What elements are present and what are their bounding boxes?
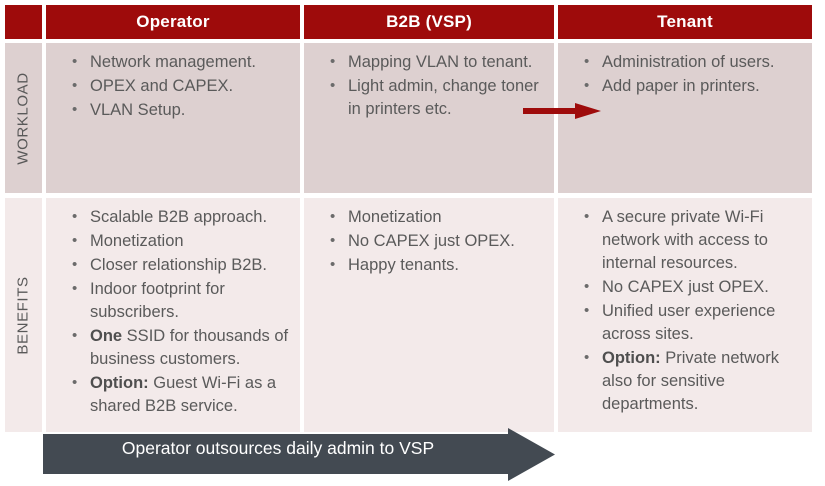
right-arrow-icon bbox=[523, 103, 601, 119]
bullet-list-benefits-tenant: A secure private Wi-Fi network with acce… bbox=[564, 205, 806, 416]
list-item: Closer relationship B2B. bbox=[72, 253, 294, 277]
bullet-list-workload-tenant: Administration of users. Add paper in pr… bbox=[564, 50, 806, 98]
cell-workload-tenant: Administration of users. Add paper in pr… bbox=[558, 43, 812, 193]
cell-benefits-tenant: A secure private Wi-Fi network with acce… bbox=[558, 198, 812, 432]
list-item: No CAPEX just OPEX. bbox=[330, 229, 548, 253]
list-item: OPEX and CAPEX. bbox=[72, 74, 294, 98]
list-item: Administration of users. bbox=[584, 50, 806, 74]
list-item: Unified user experience across sites. bbox=[584, 299, 806, 346]
cell-workload-operator: Network management. OPEX and CAPEX. VLAN… bbox=[46, 43, 300, 193]
list-item: Monetization bbox=[330, 205, 548, 229]
table-row-benefits: BENEFITS Scalable B2B approach. Monetiza… bbox=[5, 198, 812, 432]
row-label-benefits-text: BENEFITS bbox=[15, 275, 32, 355]
list-item: Mapping VLAN to tenant. bbox=[330, 50, 548, 74]
cell-benefits-operator: Scalable B2B approach. Monetization Clos… bbox=[46, 198, 300, 432]
table-header-tenant: Tenant bbox=[558, 5, 812, 39]
table-header-operator: Operator bbox=[46, 5, 300, 39]
outsourcing-banner-arrow bbox=[43, 428, 555, 481]
list-item-text: Guest Wi-Fi as a shared B2B service. bbox=[90, 374, 277, 415]
list-item: Network management. bbox=[72, 50, 294, 74]
table-header-corner bbox=[5, 5, 42, 39]
list-item: No CAPEX just OPEX. bbox=[584, 275, 806, 299]
list-item: A secure private Wi-Fi network with acce… bbox=[584, 205, 806, 275]
list-item: Happy tenants. bbox=[330, 253, 548, 277]
list-item: Add paper in printers. bbox=[584, 74, 806, 98]
list-item: Scalable B2B approach. bbox=[72, 205, 294, 229]
cell-workload-b2b: Mapping VLAN to tenant. Light admin, cha… bbox=[304, 43, 554, 193]
list-item-emphasis: Option: bbox=[602, 349, 661, 367]
bullet-list-workload-operator: Network management. OPEX and CAPEX. VLAN… bbox=[52, 50, 294, 122]
bullet-list-benefits-b2b: Monetization No CAPEX just OPEX. Happy t… bbox=[310, 205, 548, 277]
list-item-text: SSID for thousands of business customers… bbox=[90, 327, 289, 368]
row-label-workload: WORKLOAD bbox=[5, 43, 42, 193]
list-item-emphasis: Option: bbox=[90, 374, 149, 392]
cell-benefits-b2b: Monetization No CAPEX just OPEX. Happy t… bbox=[304, 198, 554, 432]
table-row-workload: WORKLOAD Network management. OPEX and CA… bbox=[5, 43, 812, 193]
table-header-b2b: B2B (VSP) bbox=[304, 5, 554, 39]
list-item: Option: Guest Wi-Fi as a shared B2B serv… bbox=[72, 371, 294, 418]
list-item: Light admin, change toner in printers et… bbox=[330, 74, 548, 121]
list-item: One SSID for thousands of business custo… bbox=[72, 324, 294, 371]
list-item: VLAN Setup. bbox=[72, 98, 294, 122]
bullet-list-workload-b2b: Mapping VLAN to tenant. Light admin, cha… bbox=[310, 50, 548, 121]
list-item: Indoor footprint for subscribers. bbox=[72, 277, 294, 324]
list-item: Option: Private network also for sensiti… bbox=[584, 346, 806, 416]
bullet-list-benefits-operator: Scalable B2B approach. Monetization Clos… bbox=[52, 205, 294, 418]
responsibility-matrix-table: Operator B2B (VSP) Tenant WORKLOAD Netwo… bbox=[5, 5, 812, 432]
row-label-workload-text: WORKLOAD bbox=[15, 71, 32, 165]
list-item-emphasis: One bbox=[90, 327, 123, 345]
row-label-benefits: BENEFITS bbox=[5, 198, 42, 432]
list-item: Monetization bbox=[72, 229, 294, 253]
list-item-text: Private network also for sensitive depar… bbox=[602, 349, 779, 413]
